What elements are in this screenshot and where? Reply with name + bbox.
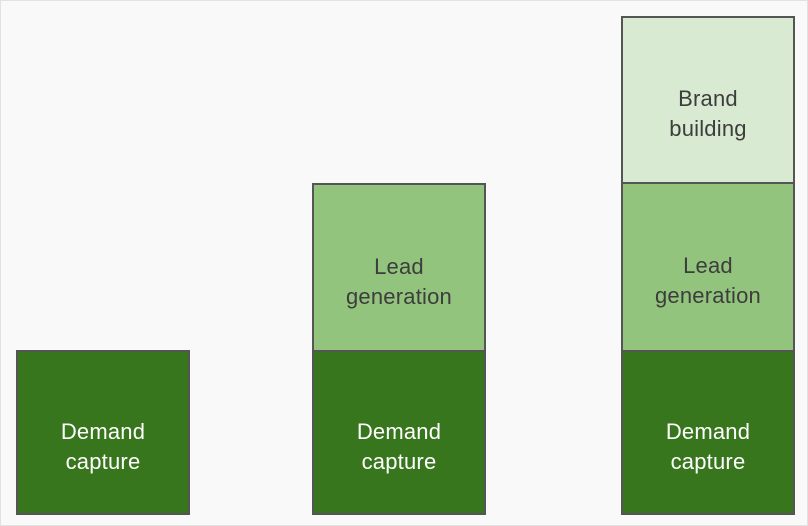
segment-label-line: Demand bbox=[60, 418, 146, 444]
segment-demand-capture: Demand capture bbox=[16, 350, 190, 515]
segment-lead-generation: Lead generation bbox=[621, 182, 795, 350]
segment-label-line: Demand bbox=[665, 418, 751, 444]
segment-label: Demand capture bbox=[666, 417, 750, 477]
segment-label-line: building bbox=[669, 116, 747, 141]
segment-label-line: Demand bbox=[356, 418, 442, 444]
segment-label-line: capture bbox=[670, 448, 746, 474]
segment-label: Lead generation bbox=[655, 251, 761, 311]
segment-demand-capture: Demand capture bbox=[312, 350, 486, 515]
segment-label-line: generation bbox=[346, 283, 452, 309]
bar-3: Demand capture Lead generation Brand building bbox=[621, 1, 795, 525]
segment-label: Demand capture bbox=[61, 417, 145, 477]
segment-lead-generation: Lead generation bbox=[312, 183, 486, 350]
segment-demand-capture: Demand capture bbox=[621, 350, 795, 515]
segment-label-line: Lead bbox=[683, 253, 733, 278]
segment-label-line: generation bbox=[655, 283, 761, 308]
segment-label-line: Brand bbox=[678, 86, 738, 111]
segment-label: Lead generation bbox=[346, 252, 452, 312]
bar-1: Demand capture bbox=[16, 1, 190, 525]
segment-label-line: capture bbox=[65, 448, 141, 474]
segment-label-line: capture bbox=[361, 448, 437, 474]
segment-label-line: Lead bbox=[374, 253, 424, 279]
segment-brand-building: Brand building bbox=[621, 16, 795, 182]
segment-label: Demand capture bbox=[357, 417, 441, 477]
bar-2: Demand capture Lead generation bbox=[312, 1, 486, 525]
segment-label: Brand building bbox=[669, 84, 746, 144]
